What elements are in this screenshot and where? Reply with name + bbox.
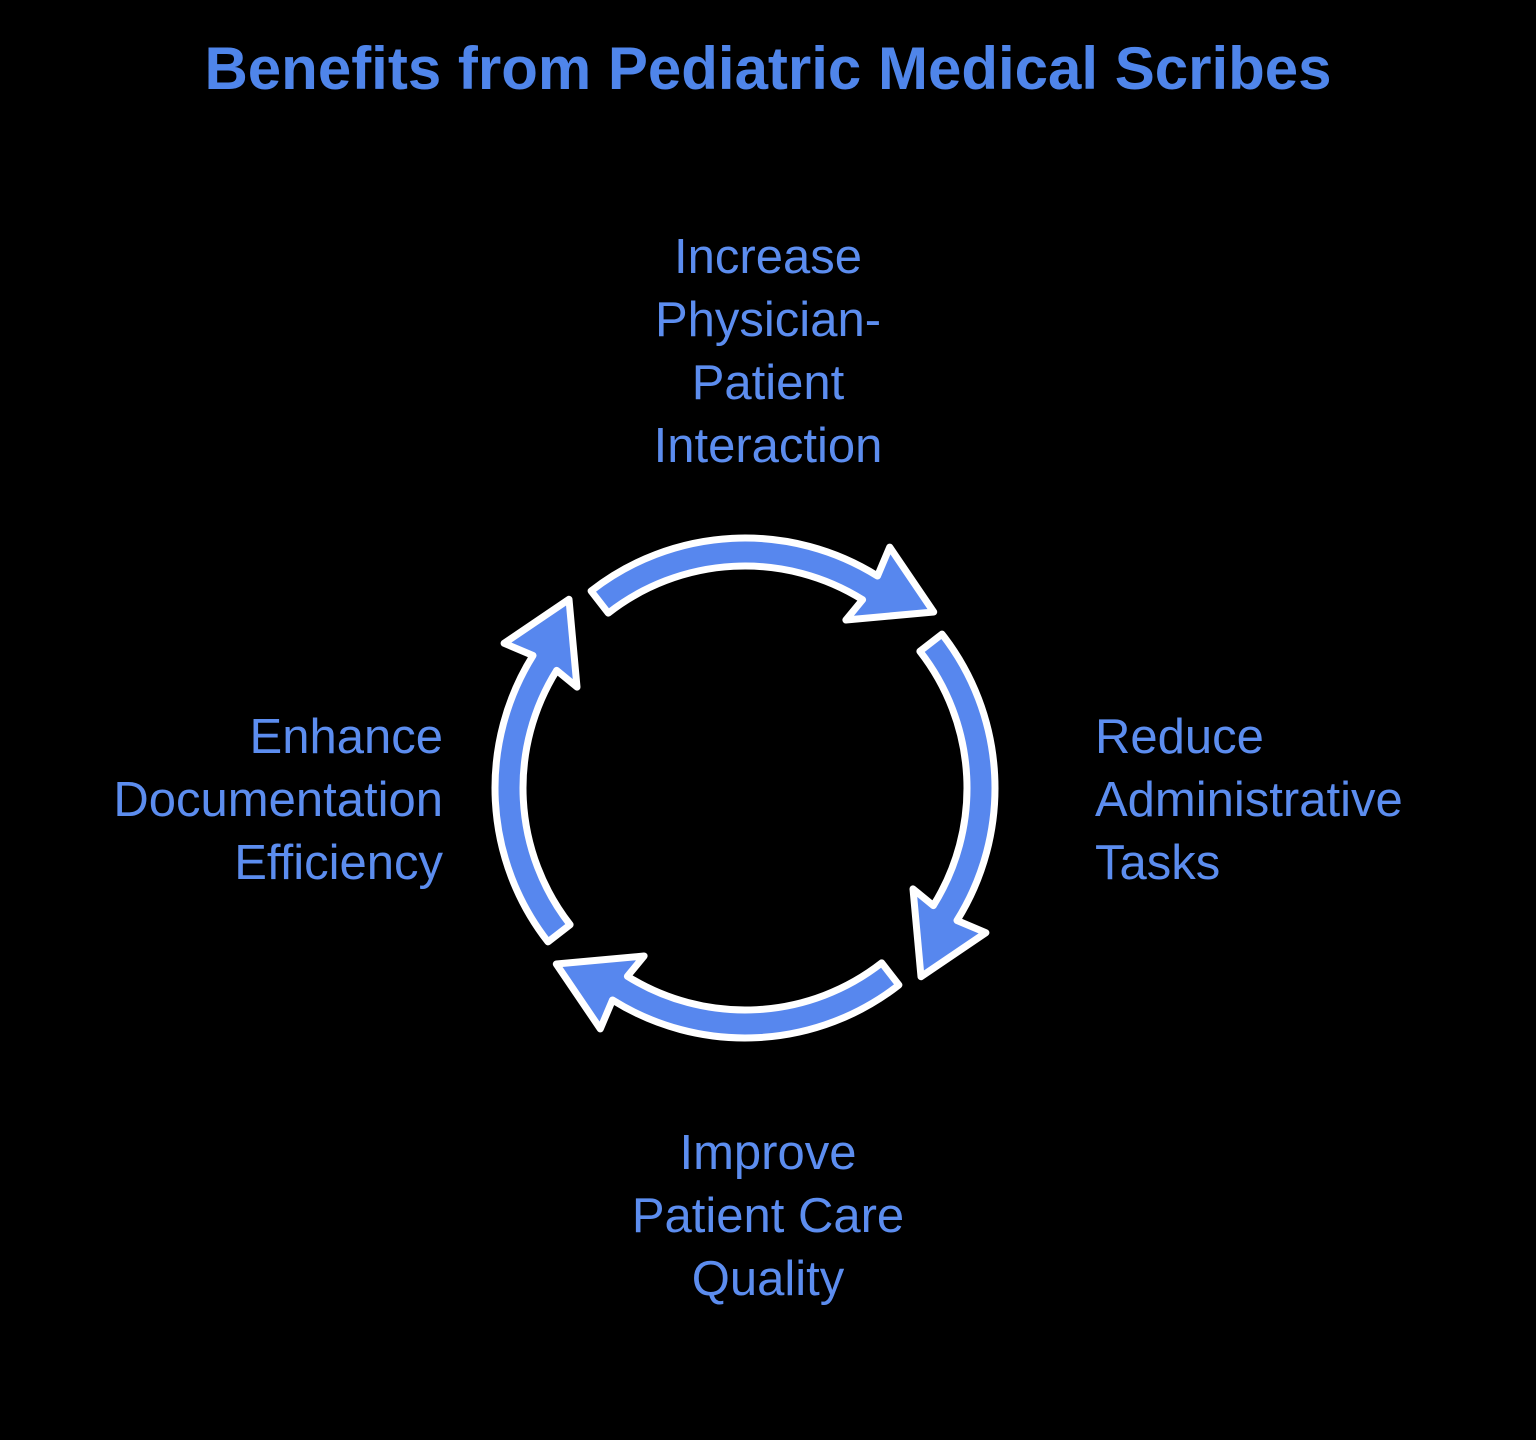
node-label-line: Enhance <box>249 710 443 764</box>
node-label-line: Administrative <box>1095 773 1403 827</box>
node-label-line: Physician- <box>654 293 882 347</box>
node-label-line: Quality <box>691 1252 845 1306</box>
node-label-line: Documentation <box>113 773 443 827</box>
node-label-improve-patient-care-quality: Improve Patient Care Quality <box>0 1122 1536 1311</box>
cycle-arrow-top <box>587 534 938 624</box>
node-label-line: Patient <box>691 356 845 410</box>
node-label-line: Interaction <box>653 419 883 473</box>
node-label-line: Efficiency <box>234 836 443 890</box>
node-label-line: Patient Care <box>631 1189 905 1243</box>
page-title: Benefits from Pediatric Medical Scribes <box>204 35 1332 102</box>
node-label-increase-physician-patient-interaction: Increase Physician- Patient Interaction <box>0 226 1536 478</box>
node-label-line: Reduce <box>1095 710 1264 764</box>
cycle-arrow-right <box>913 634 995 977</box>
cycle-arrow-bottom <box>556 956 899 1038</box>
node-label-line: Tasks <box>1095 836 1221 890</box>
node-label-line: Improve <box>679 1126 857 1180</box>
node-label-line: Increase <box>674 230 862 284</box>
node-label-reduce-administrative-tasks: Reduce Administrative Tasks <box>1095 706 1403 895</box>
cycle-arrow-left <box>495 599 577 942</box>
node-label-enhance-documentation-efficiency: Enhance Documentation Efficiency <box>113 706 443 895</box>
